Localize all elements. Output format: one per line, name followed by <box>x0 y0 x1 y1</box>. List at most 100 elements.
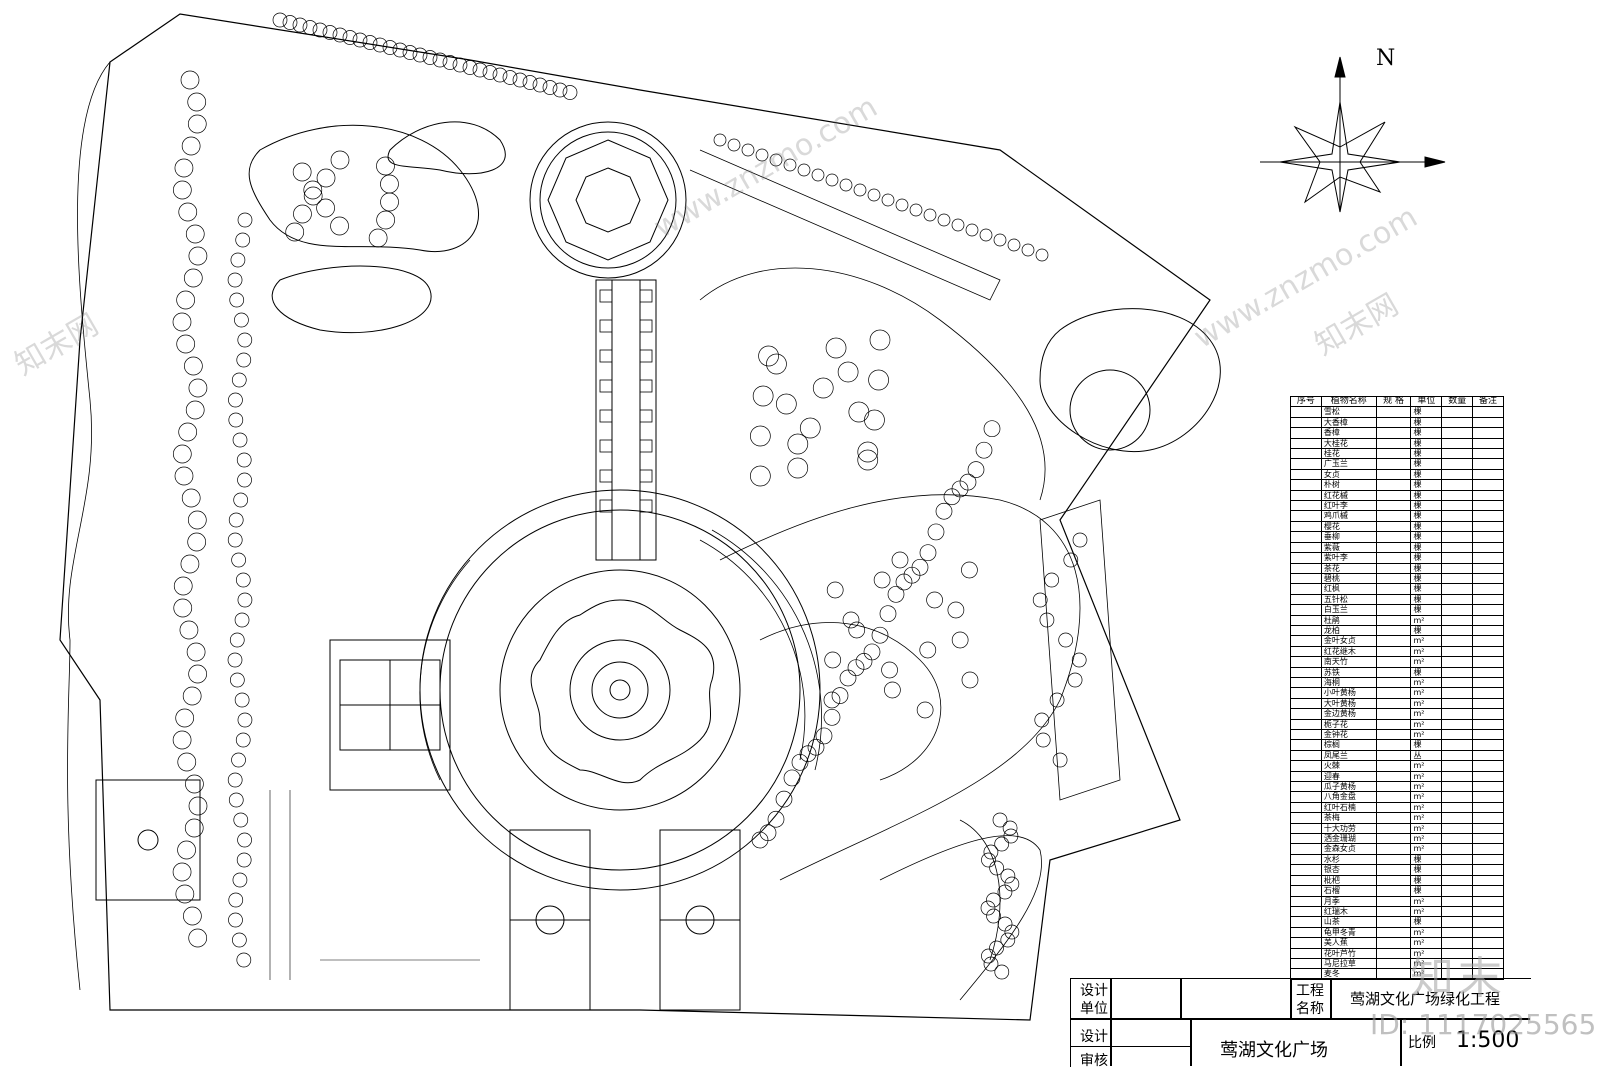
legend-plant-name: 金森女贞 <box>1320 843 1377 855</box>
legend-spec <box>1375 833 1412 845</box>
legend-plant-name: 女贞 <box>1320 468 1377 481</box>
legend-index <box>1290 926 1322 939</box>
legend-unit: 棵 <box>1410 885 1443 897</box>
tree-symbol <box>188 664 208 684</box>
legend-plant-name: 苏铁 <box>1320 666 1377 678</box>
legend-spec <box>1375 916 1412 928</box>
legend-spec <box>1375 739 1412 751</box>
tree-symbol <box>412 47 428 63</box>
legend-col-spec: 规 格 <box>1375 395 1412 408</box>
ne-oval-field <box>1039 308 1221 452</box>
legend-spec <box>1375 947 1412 959</box>
tree-symbol <box>372 37 388 53</box>
legend-index <box>1290 520 1322 533</box>
tree-symbol <box>787 457 809 479</box>
tree-symbol <box>919 544 937 562</box>
tree-symbol <box>227 532 243 548</box>
tree-symbol <box>923 208 937 222</box>
legend-plant-name: 五针松 <box>1320 593 1377 606</box>
legend-index <box>1290 874 1322 887</box>
legend-row: 枇杷棵 <box>1290 874 1504 887</box>
legend-spec <box>1375 458 1412 470</box>
legend-unit: m² <box>1410 760 1443 772</box>
tree-symbol <box>1044 572 1060 588</box>
tree-symbol <box>187 92 207 112</box>
tree-symbol <box>229 632 245 648</box>
legend-index <box>1290 666 1322 678</box>
tree-symbol <box>887 585 905 603</box>
legend-index <box>1290 718 1322 731</box>
tree-symbol <box>919 641 937 659</box>
legend-unit: 棵 <box>1410 458 1443 470</box>
tree-symbol <box>368 228 388 248</box>
legend-index <box>1290 541 1322 554</box>
legend-qty <box>1441 645 1474 658</box>
legend-index <box>1290 572 1322 585</box>
legend-note <box>1472 635 1504 647</box>
tree-symbol <box>177 752 197 772</box>
legend-plant-name: 红花继木 <box>1320 645 1377 658</box>
tree-symbol <box>1035 248 1049 262</box>
tree-symbol <box>775 393 797 415</box>
legend-unit: 棵 <box>1410 604 1443 616</box>
tree-symbol <box>961 561 978 579</box>
legend-row: 五针松棵 <box>1290 593 1504 606</box>
tree-symbol <box>1004 924 1020 940</box>
tree-symbol <box>184 356 203 376</box>
legend-unit: m² <box>1410 895 1443 907</box>
legend-index <box>1290 739 1322 751</box>
tree-symbol <box>1067 672 1083 688</box>
legend-index <box>1290 843 1322 855</box>
legend-qty <box>1441 458 1474 470</box>
legend-spec <box>1375 728 1412 741</box>
legend-note <box>1472 593 1504 606</box>
legend-index <box>1290 635 1322 647</box>
legend-note <box>1472 853 1504 866</box>
tree-symbol <box>362 35 378 50</box>
tree-symbol <box>926 591 943 609</box>
tree-symbol <box>951 218 965 232</box>
legend-plant-name: 樱花 <box>1320 520 1377 533</box>
tree-symbol <box>868 369 889 391</box>
scale-value: 1:500 <box>1456 1028 1520 1053</box>
tree-symbol <box>174 158 194 178</box>
legend-note <box>1472 489 1504 502</box>
tree-symbol <box>980 900 996 916</box>
tree-symbol <box>1002 820 1018 836</box>
tree-symbol <box>188 378 208 398</box>
legend-row: 山茶棵 <box>1290 916 1504 928</box>
tree-symbol <box>916 701 934 719</box>
legend-row: 大香樟棵 <box>1290 416 1504 429</box>
tree-symbol <box>228 392 243 408</box>
tree-symbol <box>175 884 195 904</box>
tree-symbol <box>758 345 779 367</box>
legend-spec <box>1375 697 1412 710</box>
legend-index <box>1290 656 1322 668</box>
tree-symbol <box>303 180 323 200</box>
legend-unit: m² <box>1410 833 1443 845</box>
tree-symbol <box>235 572 251 588</box>
legend-note <box>1472 468 1504 481</box>
tree-symbol <box>881 193 895 207</box>
legend-row: 紫薇棵 <box>1290 541 1504 554</box>
tree-symbol <box>234 312 249 328</box>
legend-spec <box>1375 895 1412 907</box>
legend-index <box>1290 895 1322 907</box>
legend-spec <box>1375 635 1412 647</box>
tree-symbol <box>302 20 318 35</box>
legend-note <box>1472 770 1504 783</box>
legend-plant-name: 茶梅 <box>1320 812 1377 824</box>
legend-plant-name: 枇杷 <box>1320 874 1377 887</box>
design-unit-label-2: 单位 <box>1080 1001 1108 1017</box>
legend-note <box>1472 656 1504 668</box>
tree-symbol <box>342 30 358 45</box>
legend-index <box>1290 749 1322 762</box>
legend-index <box>1290 905 1322 918</box>
tree-symbol <box>187 532 207 552</box>
legend-qty <box>1441 416 1474 429</box>
tree-symbol <box>993 233 1007 247</box>
